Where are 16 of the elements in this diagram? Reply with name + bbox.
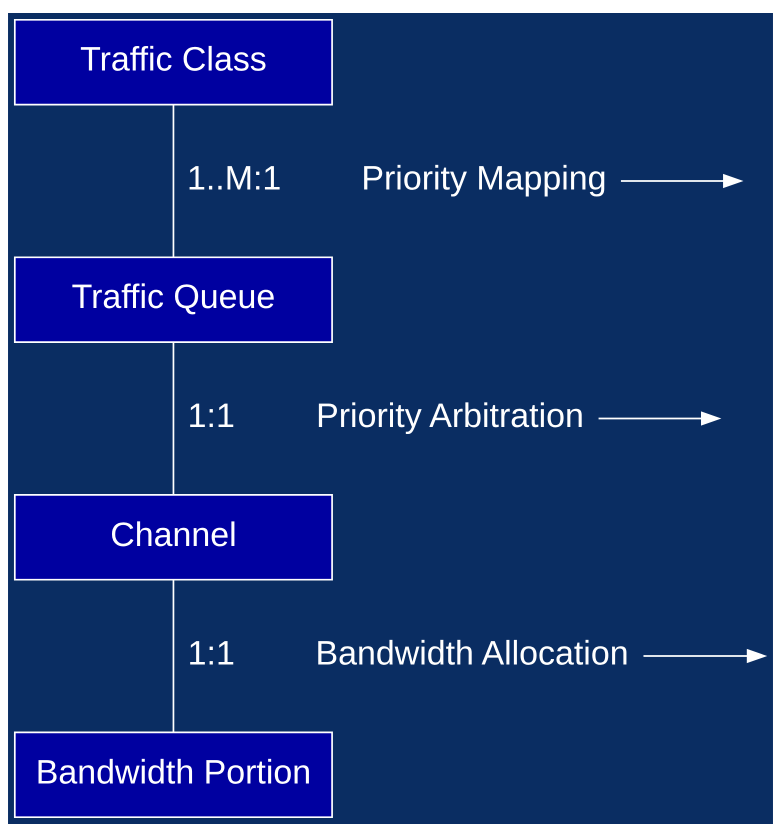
node-box: Bandwidth Portion [14,732,333,818]
connector [172,580,174,732]
node-box: Traffic Class [14,18,333,106]
node-text: Priority Mapping [361,159,606,198]
node-text: Priority Arbitration [316,396,584,435]
edge-label: 1..M:1 [187,159,282,198]
connector [172,104,174,257]
connector [172,342,174,494]
node-text: Bandwidth Allocation [316,634,629,673]
node-box: Traffic Queue [14,256,333,343]
arrow [598,411,722,426]
arrow [620,174,744,188]
arrow [643,648,768,664]
node-box: Channel [14,494,333,581]
edge-label: 1:1 [188,396,235,435]
edge-label: 1:1 [188,634,235,673]
